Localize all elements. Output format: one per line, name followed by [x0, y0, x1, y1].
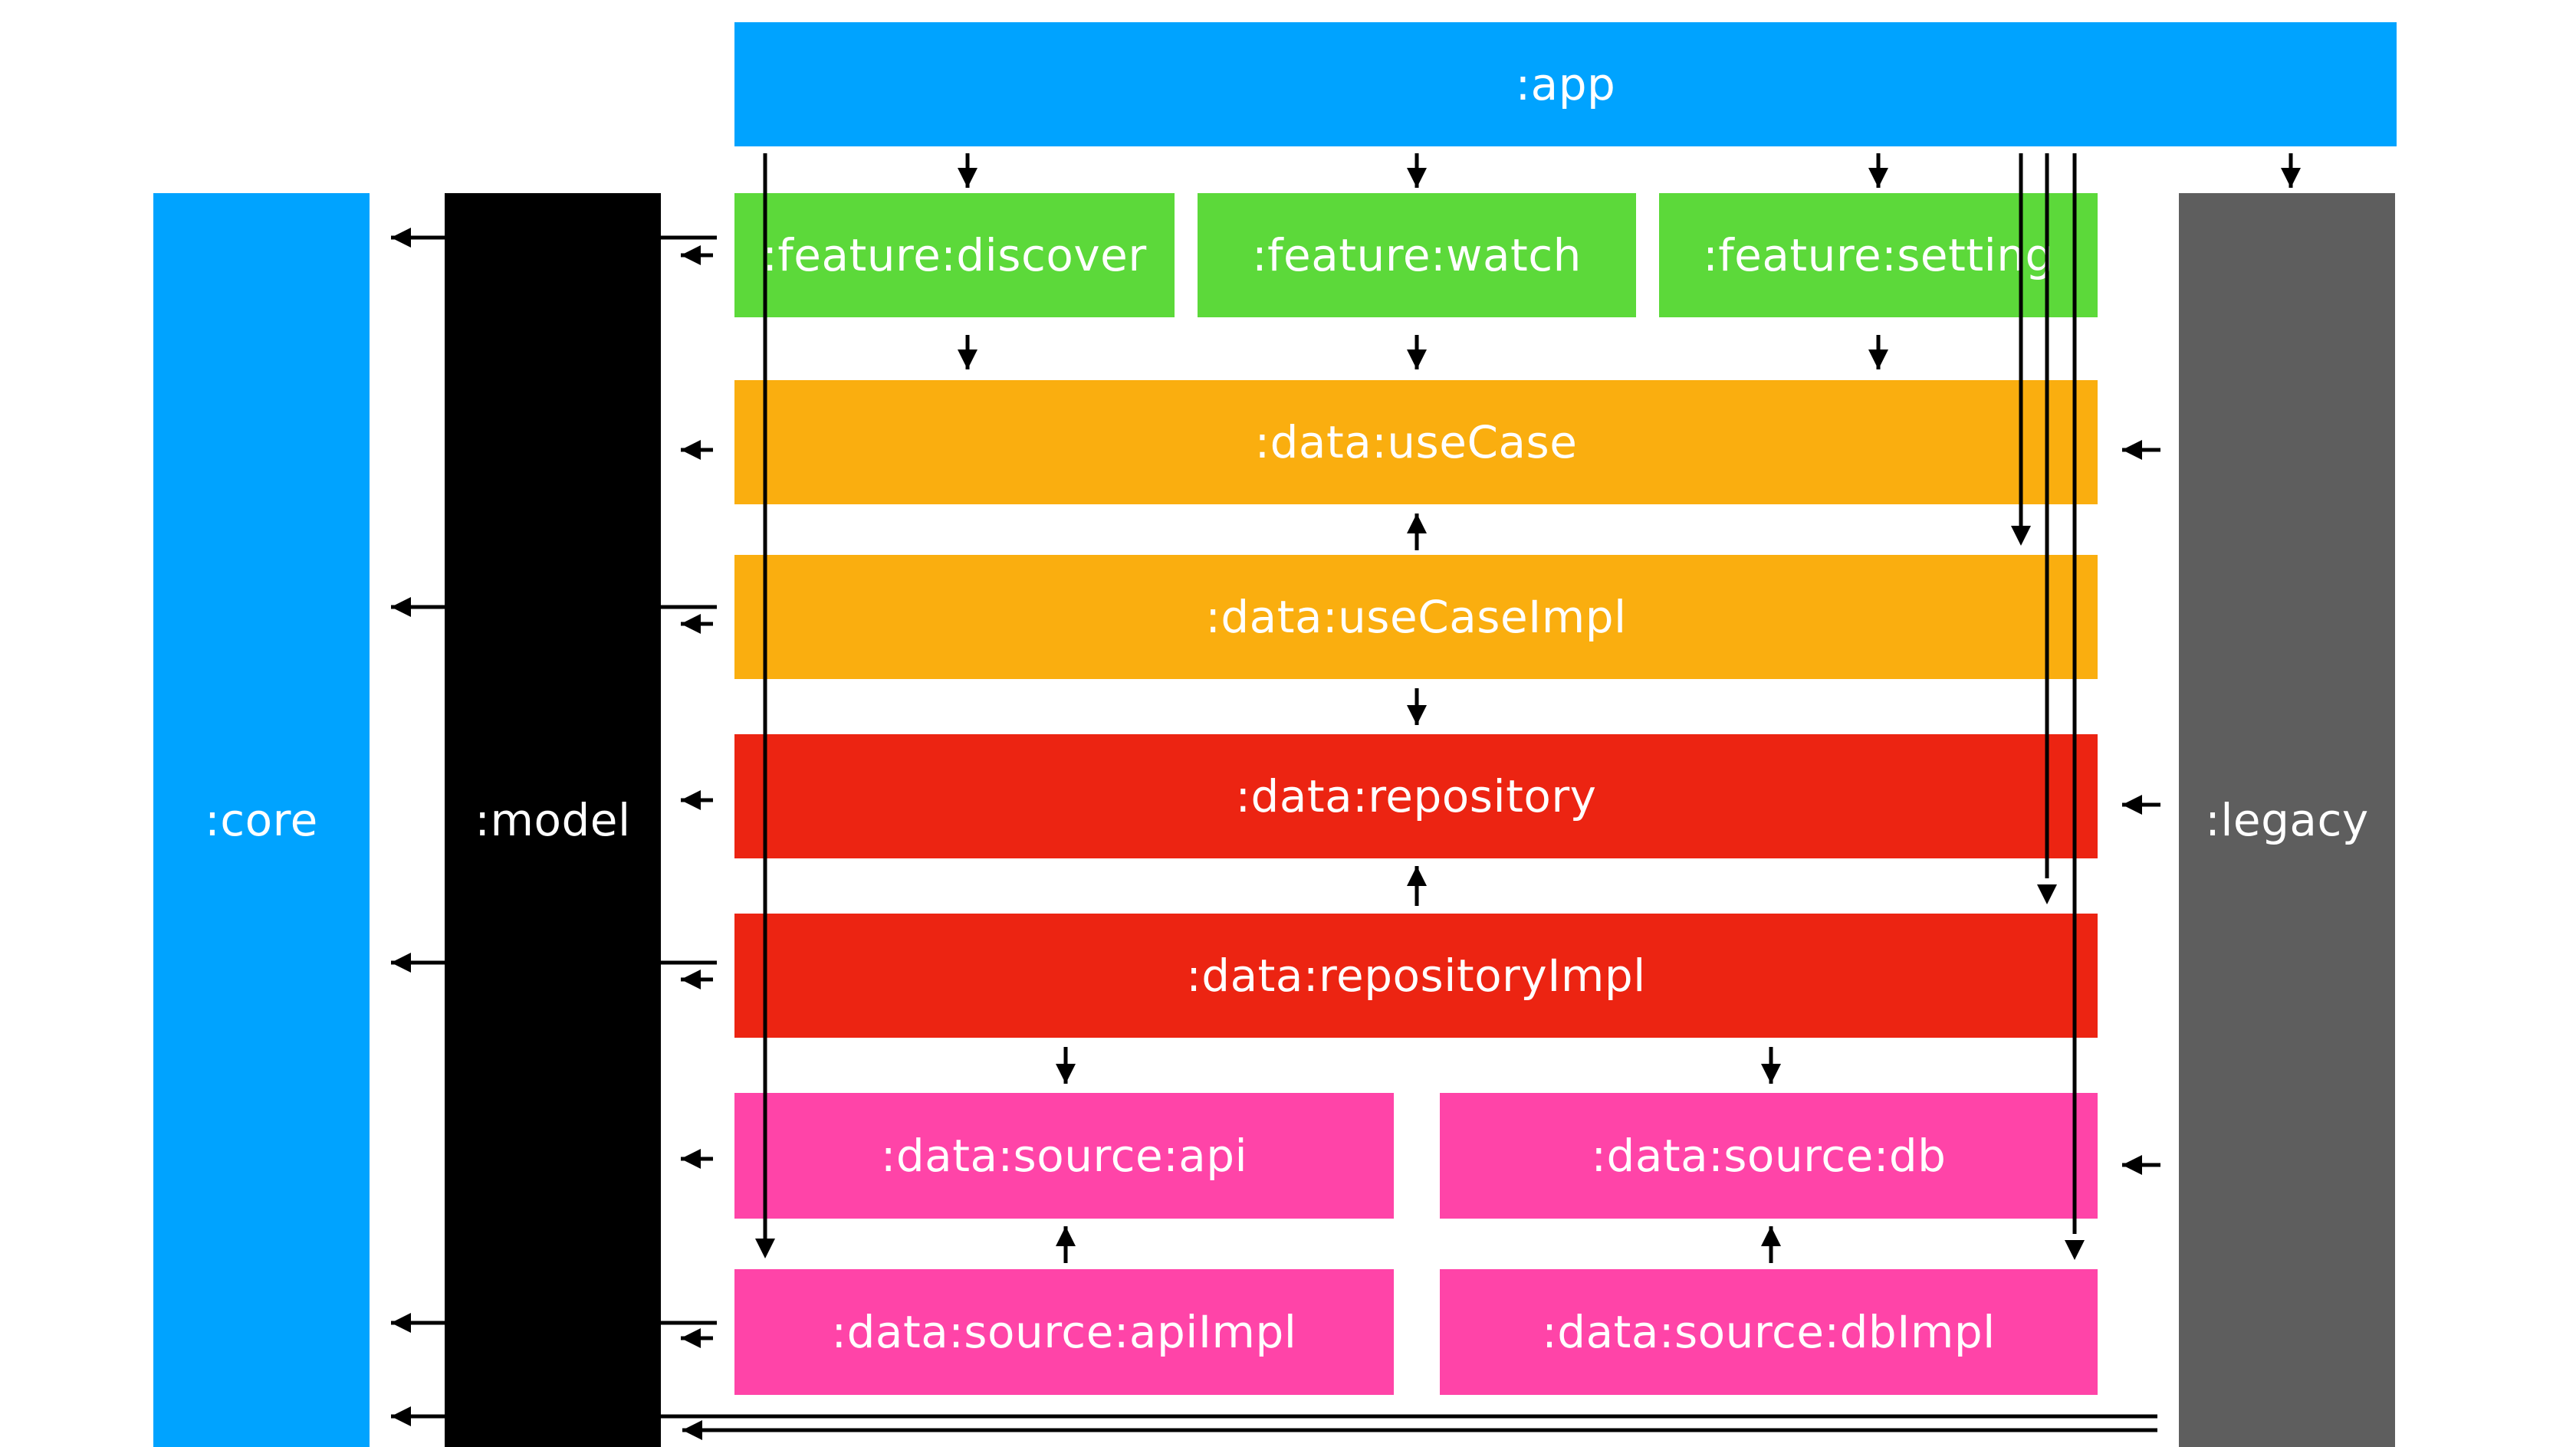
arrow-head-34 — [391, 1313, 411, 1333]
arrow-head-11 — [1056, 1064, 1076, 1084]
module-data-source-dbimpl-label: :data:source:dbImpl — [1542, 1306, 1996, 1358]
arrow-head-to-dbimpl — [2065, 1240, 2085, 1260]
arrow-head-12 — [1761, 1064, 1781, 1084]
module-core: :core — [153, 193, 370, 1447]
arrow-head-9 — [1407, 705, 1427, 725]
arrow-head-32 — [391, 953, 411, 973]
arrow-head-39 — [682, 1420, 702, 1440]
module-app-label: :app — [1515, 58, 1616, 110]
arrow-head-22 — [681, 614, 701, 634]
arrow-head-23 — [681, 790, 701, 810]
arrow-head-25 — [681, 1149, 701, 1169]
module-data-source-db-label: :data:source:db — [1591, 1130, 1947, 1182]
module-data-repository-label: :data:repository — [1235, 770, 1597, 822]
module-data-source-api: :data:source:api — [734, 1093, 1394, 1219]
module-data-source-apiimpl-label: :data:source:apiImpl — [831, 1306, 1297, 1358]
arrow-head-21 — [681, 440, 701, 460]
module-data-source-api-label: :data:source:api — [880, 1130, 1248, 1182]
module-core-label: :core — [205, 794, 318, 846]
arrow-head-3 — [1868, 168, 1888, 188]
module-legacy-label: :legacy — [2205, 794, 2369, 846]
arrow-head-30 — [391, 597, 411, 617]
arrow-head-38 — [391, 1406, 411, 1426]
module-data-source-dbimpl: :data:source:dbImpl — [1440, 1269, 2098, 1395]
module-feature-discover: :feature:discover — [734, 193, 1175, 317]
arrow-head-to-apiimpl — [755, 1239, 775, 1258]
module-app: :app — [734, 22, 2397, 146]
module-data-repository: :data:repository — [734, 734, 2098, 858]
module-legacy: :legacy — [2179, 193, 2395, 1447]
arrow-head-7 — [1868, 349, 1888, 369]
module-feature-discover-label: :feature:discover — [762, 229, 1147, 281]
module-feature-setting-label: :feature:setting — [1703, 229, 2054, 281]
arrow-head-4 — [2281, 168, 2301, 188]
arrow-head-2 — [1407, 168, 1427, 188]
module-feature-watch: :feature:watch — [1198, 193, 1636, 317]
arrow-head-24 — [681, 970, 701, 989]
module-data-source-apiimpl: :data:source:apiImpl — [734, 1269, 1394, 1395]
module-feature-watch-label: :feature:watch — [1252, 229, 1582, 281]
arrow-head-10 — [1407, 866, 1427, 886]
arrow-head-8 — [1407, 514, 1427, 533]
arrow-head-to-usecaseimpl — [2011, 526, 2031, 546]
module-data-usecase-label: :data:useCase — [1254, 416, 1578, 468]
module-data-usecase: :data:useCase — [734, 380, 2098, 504]
arrow-head-1 — [958, 168, 978, 188]
module-model: :model — [445, 193, 661, 1447]
arrow-head-5 — [958, 349, 978, 369]
arrow-head-36 — [2122, 795, 2142, 815]
module-model-label: :model — [475, 794, 631, 846]
module-feature-setting: :feature:setting — [1659, 193, 2098, 317]
arrow-head-20 — [681, 245, 701, 265]
arrow-head-to-repositoryimpl — [2037, 884, 2057, 904]
module-data-repositoryimpl-label: :data:repositoryImpl — [1186, 950, 1646, 1002]
module-data-usecaseimpl: :data:useCaseImpl — [734, 555, 2098, 679]
arrow-head-13 — [1056, 1226, 1076, 1246]
module-data-repositoryimpl: :data:repositoryImpl — [734, 914, 2098, 1038]
arrow-head-14 — [1761, 1226, 1781, 1246]
arrow-head-28 — [391, 228, 411, 248]
arrow-head-26 — [681, 1328, 701, 1348]
arrow-head-6 — [1407, 349, 1427, 369]
arrow-head-35 — [2122, 440, 2142, 460]
arrow-head-37 — [2122, 1155, 2142, 1175]
module-data-usecaseimpl-label: :data:useCaseImpl — [1205, 591, 1627, 643]
module-data-source-db: :data:source:db — [1440, 1093, 2098, 1219]
